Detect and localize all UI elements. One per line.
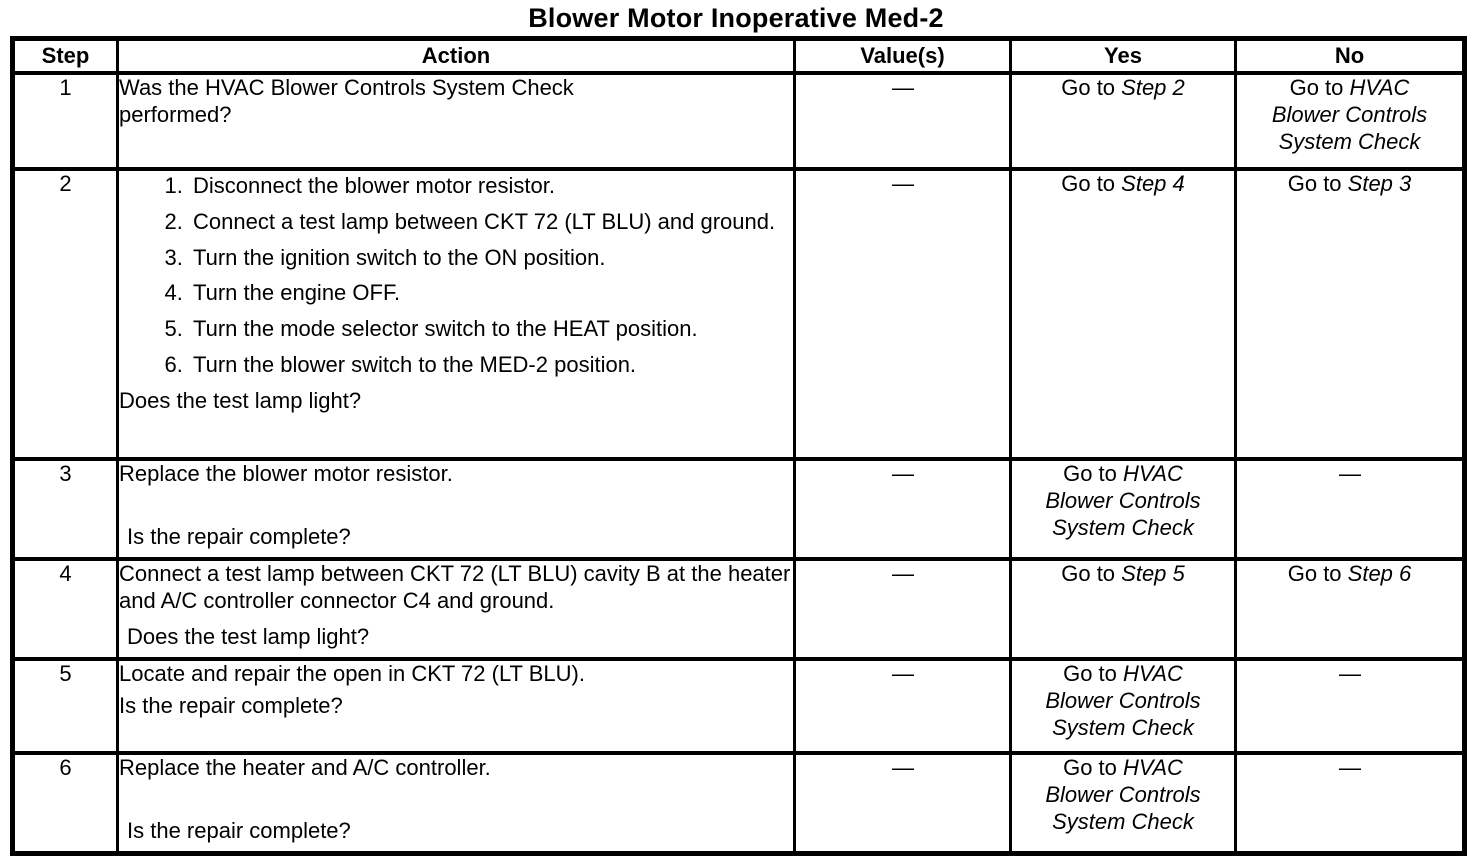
no-cell: — bbox=[1234, 751, 1466, 856]
goto-text: Go to Step 2 bbox=[1061, 75, 1185, 100]
value-dash: — bbox=[892, 661, 914, 686]
question-text: Is the repair complete? bbox=[127, 524, 351, 550]
no-cell: Go to HVAC Blower Controls System Check bbox=[1234, 71, 1466, 171]
value-dash: — bbox=[892, 461, 914, 486]
substep: Turn the ignition switch to the ON posit… bbox=[189, 245, 792, 272]
action-cell: Replace the blower motor resistor. Is th… bbox=[116, 457, 796, 561]
substep: Turn the engine OFF. bbox=[189, 280, 792, 307]
action-cell: Was the HVAC Blower Controls System Chec… bbox=[116, 71, 796, 171]
action-cell: Locate and repair the open in CKT 72 (LT… bbox=[116, 657, 796, 755]
goto-text: Go to Step 6 bbox=[1287, 561, 1412, 586]
action-text: Locate and repair the open in CKT 72 (LT… bbox=[119, 661, 585, 686]
column-header-step: Step bbox=[11, 36, 119, 75]
goto-prefix: Go to bbox=[1287, 561, 1348, 586]
step-number: 2 bbox=[11, 167, 119, 461]
action-cell: Replace the heater and A/C controller. I… bbox=[116, 751, 796, 856]
value-cell: — bbox=[793, 457, 1012, 561]
yes-cell: Go to Step 4 bbox=[1009, 167, 1237, 461]
goto-target: HVAC Blower Controls System Check bbox=[1045, 755, 1201, 834]
substep: Connect a test lamp between CKT 72 (LT B… bbox=[189, 209, 792, 236]
yes-cell: Go to HVAC Blower Controls System Check bbox=[1009, 751, 1237, 856]
action-substep-list: Disconnect the blower motor resistor. Co… bbox=[121, 173, 792, 379]
goto-prefix: Go to bbox=[1063, 661, 1123, 686]
goto-text: Go to Step 4 bbox=[1061, 171, 1185, 196]
goto-target: Step 3 bbox=[1347, 171, 1412, 196]
step-number: 6 bbox=[11, 751, 119, 856]
header-row: Step Action Value(s) Yes No bbox=[11, 36, 1466, 75]
goto-text: Go to HVAC Blower Controls System Check bbox=[1043, 755, 1203, 836]
yes-cell: Go to Step 2 bbox=[1009, 71, 1237, 171]
action-text: Connect a test lamp between CKT 72 (LT B… bbox=[119, 561, 791, 613]
no-dash: — bbox=[1339, 755, 1361, 780]
table-row-step-6: 6 Replace the heater and A/C controller.… bbox=[11, 751, 1466, 856]
goto-target: HVAC Blower Controls System Check bbox=[1271, 75, 1428, 154]
table-row-step-2: 2 Disconnect the blower motor resistor. … bbox=[11, 167, 1466, 461]
goto-text: Go to Step 3 bbox=[1287, 171, 1412, 196]
column-header-values: Value(s) bbox=[793, 36, 1012, 75]
goto-text: Go to HVAC Blower Controls System Check bbox=[1043, 461, 1203, 541]
goto-prefix: Go to bbox=[1061, 561, 1122, 586]
no-cell: — bbox=[1234, 457, 1466, 561]
goto-target: Step 6 bbox=[1347, 561, 1412, 586]
value-cell: — bbox=[793, 751, 1012, 856]
question-text: Does the test lamp light? bbox=[119, 387, 362, 413]
goto-prefix: Go to bbox=[1287, 171, 1348, 196]
question-text: Is the repair complete? bbox=[119, 692, 343, 718]
no-cell: Go to Step 3 bbox=[1234, 167, 1466, 461]
action-text: Was the HVAC Blower Controls System Chec… bbox=[119, 75, 574, 127]
goto-prefix: Go to bbox=[1063, 755, 1123, 780]
step-number: 3 bbox=[11, 457, 119, 561]
value-dash: — bbox=[892, 171, 914, 196]
step-number: 4 bbox=[11, 557, 119, 661]
table-row-step-5: 5 Locate and repair the open in CKT 72 (… bbox=[11, 657, 1466, 755]
goto-prefix: Go to bbox=[1289, 75, 1350, 100]
table-row-step-4: 4 Connect a test lamp between CKT 72 (LT… bbox=[11, 557, 1466, 661]
yes-cell: Go to Step 5 bbox=[1009, 557, 1237, 661]
action-text: Replace the heater and A/C controller. bbox=[119, 755, 491, 780]
yes-cell: Go to HVAC Blower Controls System Check bbox=[1009, 657, 1237, 755]
column-header-no: No bbox=[1234, 36, 1466, 75]
goto-target: Step 2 bbox=[1121, 75, 1185, 100]
diagnostic-table: Step Action Value(s) Yes No 1 Was the HV… bbox=[10, 36, 1467, 856]
no-dash: — bbox=[1339, 661, 1361, 686]
goto-prefix: Go to bbox=[1061, 75, 1122, 100]
goto-prefix: Go to bbox=[1063, 461, 1123, 486]
no-cell: Go to Step 6 bbox=[1234, 557, 1466, 661]
goto-target: Step 5 bbox=[1121, 561, 1185, 586]
step-number: 5 bbox=[11, 657, 119, 755]
action-cell: Disconnect the blower motor resistor. Co… bbox=[116, 167, 796, 461]
goto-target: HVAC Blower Controls System Check bbox=[1045, 661, 1201, 740]
value-cell: — bbox=[793, 71, 1012, 171]
table-row-step-1: 1 Was the HVAC Blower Controls System Ch… bbox=[11, 71, 1466, 171]
no-cell: — bbox=[1234, 657, 1466, 755]
goto-target: Step 4 bbox=[1121, 171, 1185, 196]
no-dash: — bbox=[1339, 461, 1361, 486]
yes-cell: Go to HVAC Blower Controls System Check bbox=[1009, 457, 1237, 561]
goto-text: Go to HVAC Blower Controls System Check bbox=[1043, 661, 1203, 741]
substep: Turn the blower switch to the MED-2 posi… bbox=[189, 352, 792, 379]
goto-text: Go to HVAC Blower Controls System Check bbox=[1270, 75, 1430, 155]
table-row-step-3: 3 Replace the blower motor resistor. Is … bbox=[11, 457, 1466, 561]
substep: Disconnect the blower motor resistor. bbox=[189, 173, 792, 200]
value-dash: — bbox=[892, 561, 914, 586]
goto-text: Go to Step 5 bbox=[1061, 561, 1185, 586]
value-cell: — bbox=[793, 557, 1012, 661]
action-text: Replace the blower motor resistor. bbox=[119, 461, 453, 486]
substep: Turn the mode selector switch to the HEA… bbox=[189, 316, 792, 343]
column-header-action: Action bbox=[116, 36, 796, 75]
column-header-yes: Yes bbox=[1009, 36, 1237, 75]
action-cell: Connect a test lamp between CKT 72 (LT B… bbox=[116, 557, 796, 661]
page-title: Blower Motor Inoperative Med-2 bbox=[528, 3, 944, 33]
goto-prefix: Go to bbox=[1061, 171, 1122, 196]
value-dash: — bbox=[892, 75, 914, 100]
value-cell: — bbox=[793, 657, 1012, 755]
question-text: Is the repair complete? bbox=[127, 818, 351, 844]
value-dash: — bbox=[892, 755, 914, 780]
step-number: 1 bbox=[11, 71, 119, 171]
value-cell: — bbox=[793, 167, 1012, 461]
question-text: Does the test lamp light? bbox=[127, 624, 370, 650]
goto-target: HVAC Blower Controls System Check bbox=[1045, 461, 1201, 540]
